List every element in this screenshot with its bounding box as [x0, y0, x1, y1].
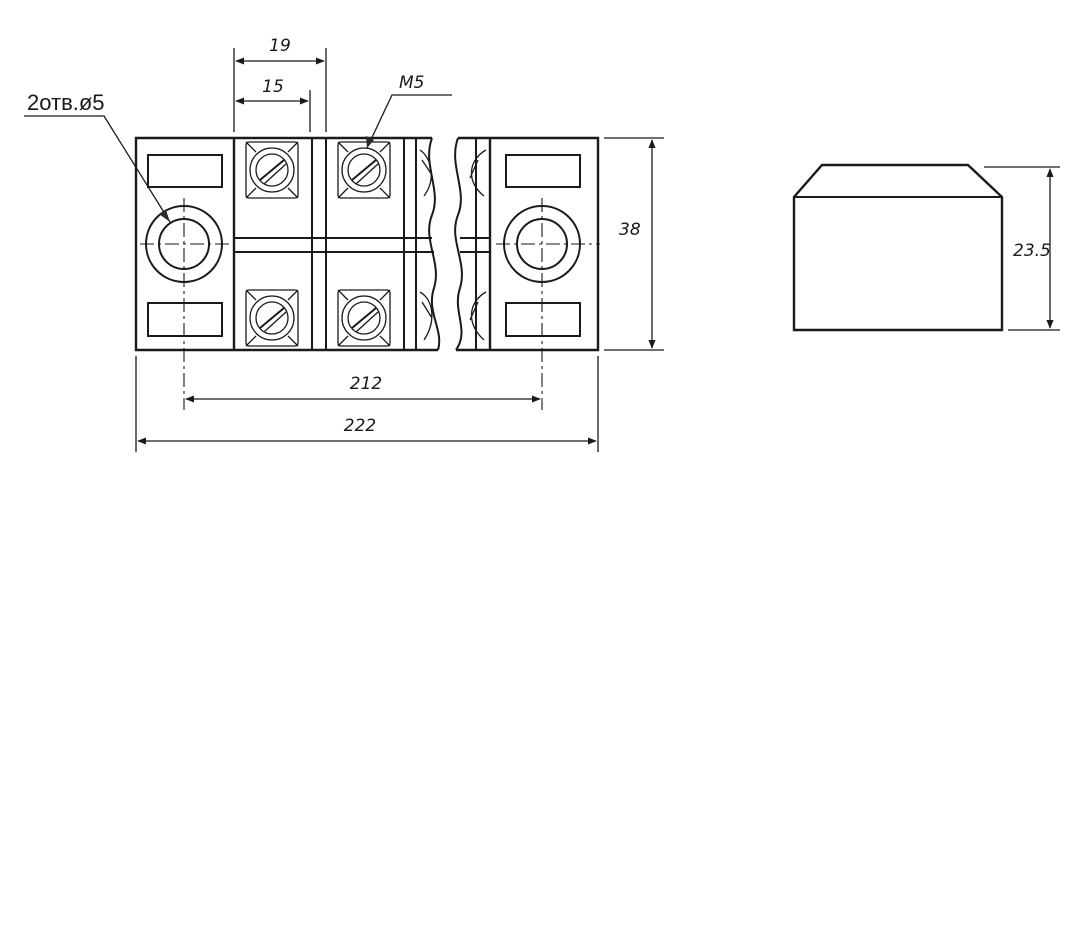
- label-window: [505, 302, 581, 337]
- body-left-outline: [134, 136, 438, 352]
- screw-terminal: [337, 141, 391, 199]
- holes-label: 2отв.ø5: [27, 90, 105, 115]
- dim-text-38: 38: [619, 220, 641, 240]
- dim-text-m5: M5: [399, 73, 424, 93]
- label-window: [505, 154, 581, 188]
- m5-leader-arrow: [366, 136, 374, 148]
- partial-screw: [469, 149, 487, 197]
- side-view: 23.5: [792, 163, 1060, 332]
- front-dimensions: 19 15 M5 2отв.ø5 38 212 222: [24, 36, 664, 452]
- label-window: [147, 154, 223, 188]
- partial-screw: [419, 291, 433, 341]
- screw-terminal: [245, 141, 299, 199]
- dim-text-23-5: 23.5: [1013, 241, 1051, 261]
- front-view: [134, 136, 600, 410]
- dim-text-212: 212: [350, 374, 382, 394]
- label-window: [147, 302, 223, 337]
- side-outline: [792, 163, 1004, 332]
- dim-text-19: 19: [269, 36, 291, 56]
- break-line-right: [454, 137, 463, 351]
- holes-leader: [24, 115, 171, 223]
- holes-leader-arrow: [159, 210, 170, 222]
- partial-screw: [419, 149, 433, 197]
- dim-text-222: 222: [344, 416, 376, 436]
- screw-terminal: [337, 289, 391, 347]
- dim-text-15: 15: [262, 77, 284, 97]
- m5-leader: [366, 94, 452, 149]
- screw-terminal: [245, 289, 299, 347]
- partial-screw: [469, 291, 487, 341]
